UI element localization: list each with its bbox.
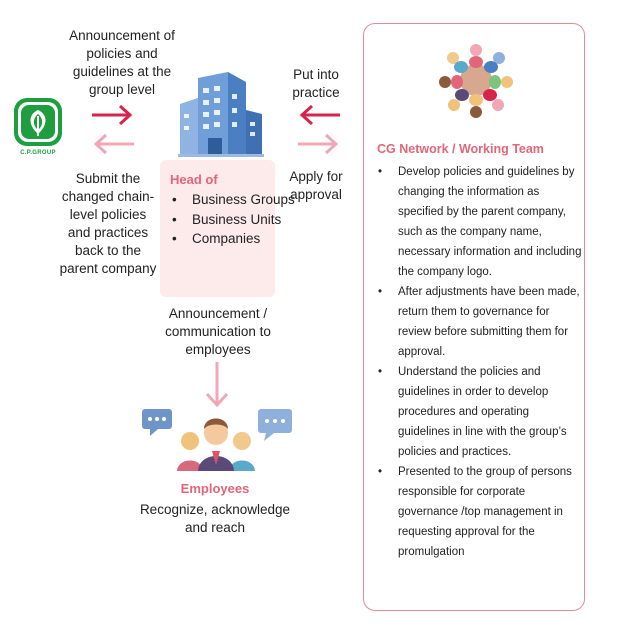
employees-caption: Recognize, acknowledge and reach: [139, 502, 291, 535]
employees-group-icon: [142, 409, 292, 471]
head-of-item: Business Units: [170, 210, 295, 230]
arrow-left-icon: [93, 133, 134, 155]
cg-network-item: Develop policies and guidelines by chang…: [376, 162, 582, 282]
cp-group-logo-icon: [14, 98, 62, 146]
arrow-right-icon: [92, 104, 133, 126]
cg-network-item: After adjustments have been made, return…: [376, 282, 582, 362]
right-arrows: [298, 104, 340, 155]
head-of-list: Business Groups Business Units Companies: [170, 190, 295, 249]
cg-network-panel: [363, 23, 585, 611]
logo-caption: C.P.GROUP: [20, 150, 56, 156]
cg-network-item: Presented to the group of persons respon…: [376, 462, 582, 562]
chat-bubble-icon: [142, 409, 172, 436]
apply-approval-text: Apply for approval: [289, 169, 343, 202]
cg-network-list: Develop policies and guidelines by chang…: [376, 162, 582, 562]
cg-network-title: CG Network / Working Team: [377, 142, 544, 156]
cg-network-item: Understand the policies and guidelines i…: [376, 362, 582, 462]
team-circle-icon: [439, 44, 513, 118]
arrow-down-icon: [205, 362, 229, 408]
put-into-practice-text: Put into practice: [292, 67, 340, 100]
chat-bubble-icon: [258, 409, 292, 441]
submit-changes-text: Submit the changed chain-level policies …: [59, 171, 157, 276]
left-arrows: [92, 104, 134, 155]
announcement-policies-text: Announcement of policies and guidelines …: [69, 28, 175, 97]
announcement-communication-text: Announcement / communication to employee…: [165, 306, 271, 357]
head-of-item: Business Groups: [170, 190, 295, 210]
office-building-icon: [178, 72, 264, 157]
employees-title: Employees: [180, 481, 250, 496]
arrow-right-icon: [298, 133, 339, 155]
head-of-item: Companies: [170, 229, 295, 249]
arrow-left-icon: [299, 104, 340, 126]
head-of-title: Head of: [170, 172, 218, 187]
